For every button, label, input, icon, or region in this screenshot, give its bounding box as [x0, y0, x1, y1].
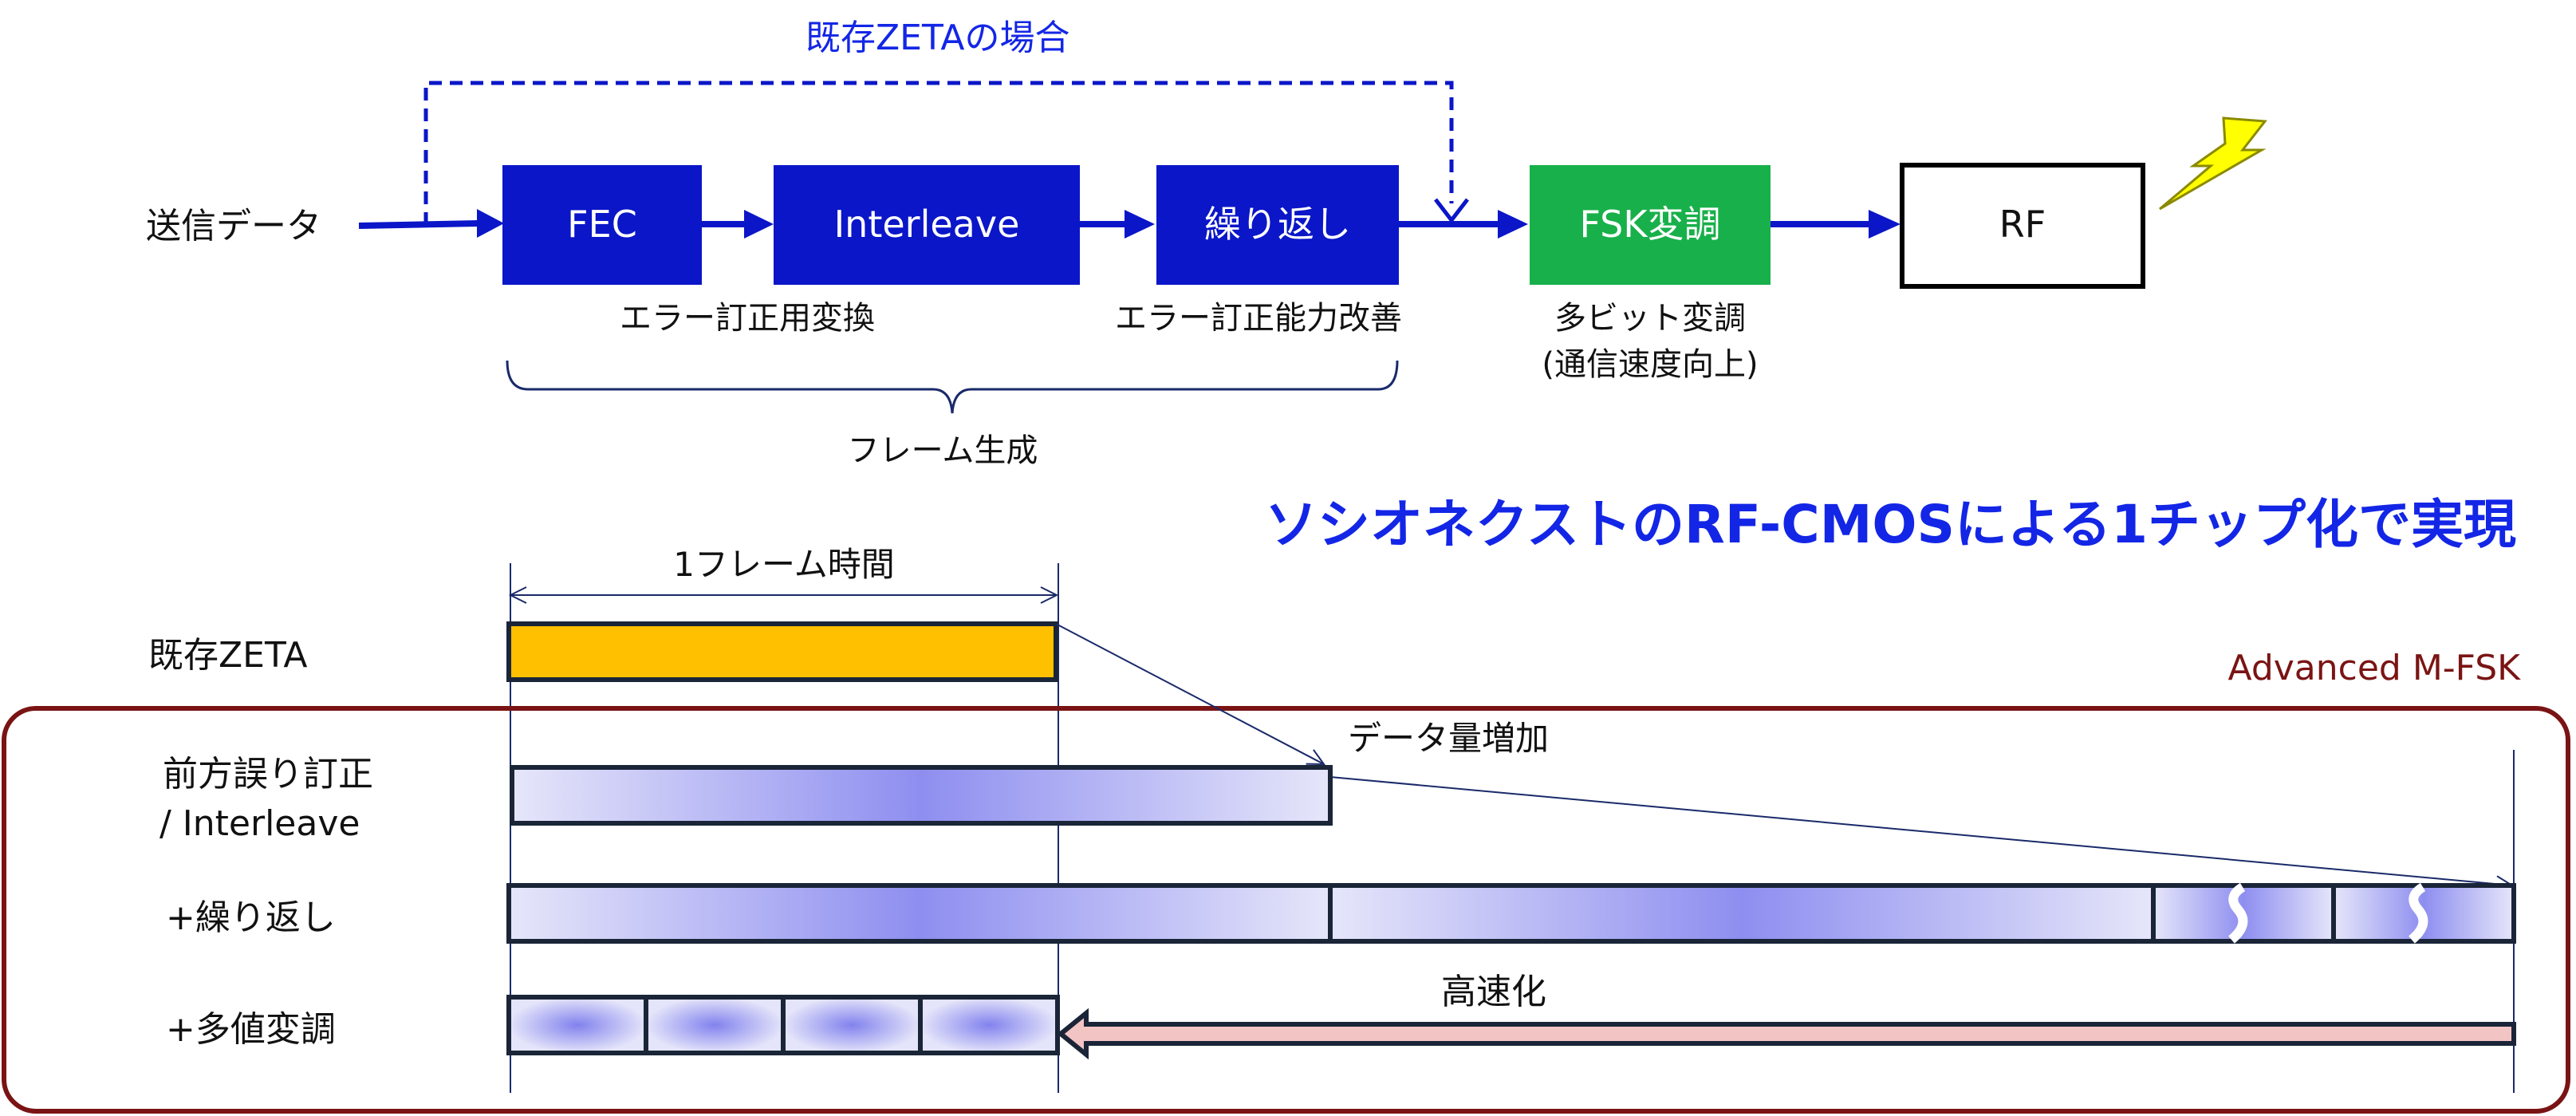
break-mark-1	[2227, 882, 2248, 944]
row-label-repeat: +繰り返し	[166, 897, 336, 938]
fsk-caption-line1: 多ビット変調	[1554, 300, 1746, 337]
row-label-multilevel: +多値変調	[166, 1009, 336, 1050]
fec-block: FEC	[502, 165, 702, 285]
speedup-arrow	[1057, 1008, 2516, 1060]
multilevel-bar-1	[506, 995, 648, 1055]
speedup-label: 高速化	[1441, 972, 1546, 1012]
input-arrow	[358, 209, 504, 238]
fec-block-label: FEC	[567, 203, 637, 246]
existing-zeta-bypass-arrow	[423, 81, 1469, 225]
expansion-line-1	[1055, 623, 1324, 764]
repeat-block-label: 繰り返し	[1204, 203, 1351, 246]
row-label-existing: 既存ZETA	[148, 635, 308, 676]
headline: ソシオネクストのRF-CMOSによる1チップ化で実現	[1265, 494, 2516, 555]
multilevel-bar-4	[918, 995, 1060, 1055]
existing-zeta-bar	[506, 621, 1058, 682]
multilevel-bar-3	[781, 995, 923, 1055]
fsk-block-label: FSK変調	[1579, 203, 1720, 246]
repeat-bar-2	[1328, 883, 2156, 944]
fsk-to-rf-arrow	[1771, 210, 1900, 239]
expansion-line-2	[1329, 776, 2512, 885]
frame-time-label: 1フレーム時間	[673, 545, 894, 584]
interleave-block-label: Interleave	[834, 203, 1020, 246]
interleave-to-repeat-arrow	[1080, 210, 1155, 239]
input-data-label: 送信データ	[146, 206, 321, 246]
fec-interleave-bar	[510, 765, 1333, 826]
break-mark-2	[2408, 882, 2428, 944]
advanced-mfsk-frame	[2, 706, 2570, 1114]
advanced-mfsk-label: Advanced M-FSK	[2228, 648, 2522, 688]
rf-block: RF	[1900, 163, 2145, 289]
fsk-caption-line2: (通信速度向上)	[1542, 346, 1758, 383]
interleave-block: Interleave	[774, 165, 1080, 285]
lightning-icon	[2159, 116, 2267, 211]
fec-caption: エラー訂正用変換	[620, 300, 875, 337]
existing-path-label: 既存ZETAの場合	[805, 18, 1070, 58]
fsk-block: FSK変調	[1530, 165, 1771, 285]
repeat-bar-1	[506, 883, 1333, 944]
repeat-caption: エラー訂正能力改善	[1115, 300, 1402, 337]
data-increase-label: データ量増加	[1348, 719, 1549, 758]
frame-brace	[506, 360, 1399, 414]
row-label-fec-line2: / Interleave	[160, 803, 360, 844]
multilevel-bar-2	[644, 995, 786, 1055]
fec-to-interleave-arrow	[702, 210, 774, 239]
repeat-block: 繰り返し	[1156, 165, 1399, 285]
rf-block-label: RF	[1999, 203, 2046, 246]
row-label-fec-line1: 前方誤り訂正	[163, 754, 373, 795]
repeat-to-fsk-arrow	[1399, 210, 1528, 239]
frame-generation-caption: フレーム生成	[848, 432, 1038, 469]
